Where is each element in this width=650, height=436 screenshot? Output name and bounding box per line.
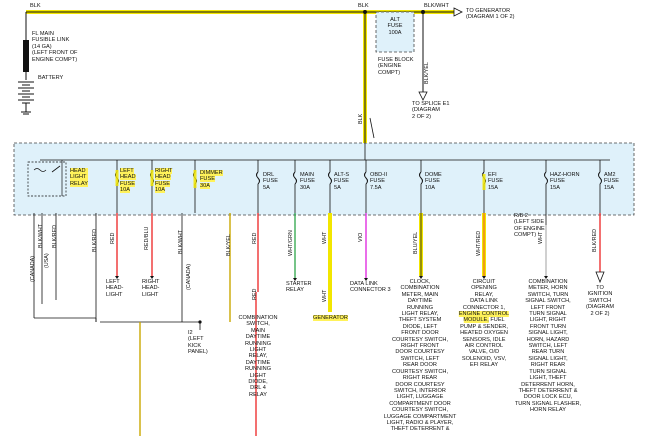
fuse-block-label: FUSE BLOCK (ENGINE COMPT) (378, 57, 414, 76)
wire-label-blk-red-3: BLK/RED (592, 228, 598, 252)
wire-end-arrow-icon (150, 276, 154, 279)
wire-label-wht-1: WHT (322, 231, 328, 244)
generator-arrow-icon (453, 7, 463, 17)
dest-i2: I2 (LEFT KICK PANEL) (188, 330, 208, 356)
wire-label-wht-red: WHT/RED (476, 230, 482, 256)
dest-generator: GENERATOR (313, 315, 348, 321)
wire-label-usa: (USA) (44, 253, 50, 268)
wire-label-blu-yel: BLU/YEL (413, 231, 419, 254)
dest-generator-text: GENERATOR (313, 315, 348, 321)
fuse-label-am2: AM2 FUSE 15A (604, 172, 619, 191)
fuse-icon-main (293, 171, 297, 185)
fuse-label-left-head-text: LEFT HEAD FUSE 10A (120, 168, 136, 194)
alt-fuse-label: ALT FUSE 100A (387, 17, 403, 36)
fuse-icon-alt-s (328, 171, 332, 185)
wire-label-blk-yel: BLK/YEL (226, 234, 232, 256)
splice-dot (363, 10, 367, 14)
dest-dome: CLOCK, COMBINATION METER, MAIN DAYTIME R… (383, 279, 457, 433)
alt-fuse-box (375, 11, 415, 53)
generator-reference: TO GENERATOR (DIAGRAM 1 OF 2) (466, 8, 515, 21)
fuse-label-main: MAIN FUSE 30A (300, 172, 315, 191)
fuse-label-alt-s: ALT-S FUSE 5A (334, 172, 350, 191)
wire-label-red-2: RED (252, 232, 258, 244)
wire-label-wht-2: WHT (322, 289, 328, 302)
wire-end-arrow-icon (419, 276, 423, 279)
wire-label-blk-mid: BLK (358, 3, 369, 9)
fuse-label-right-head: RIGHT HEAD FUSE 10A (155, 168, 173, 194)
fuse-label-left-head: LEFT HEAD FUSE 10A (120, 168, 136, 194)
fuse-label-haz-horn: HAZ-HORN FUSE 15A (550, 172, 580, 191)
wire-end-arrow-icon (115, 276, 119, 279)
wire-label-canada: (CANADA) (30, 255, 36, 282)
wire-end-arrow-icon (544, 276, 548, 279)
rb2-connector-label: R/B 2 (LEFT SIDE OF ENGINE COMPT) (514, 213, 545, 239)
dest-right-headlight: RIGHT HEAD- LIGHT (142, 279, 160, 298)
relay-box-icon (27, 161, 67, 197)
dest-efi-part-c: FUEL PUMP & SENDER, HEATED OXYGEN SENSOR… (460, 317, 508, 369)
wire-end-arrow-icon (482, 276, 486, 279)
dest-drl: COMBINATION SWITCH, MAIN DAYTIME RUNNING… (238, 315, 278, 398)
dest-starter-relay: STARTER RELAY (286, 281, 312, 294)
fuse-icon-am2 (598, 171, 602, 185)
splice-arrow-icon (418, 91, 428, 101)
splice-reference: TO SPLICE E1 (DIAGRAM 2 OF 2) (412, 101, 450, 120)
fuse-label-efi: EFI FUSE 15A (488, 172, 503, 191)
fuse-box-panel (13, 142, 635, 216)
fuse-icon-haz-horn (544, 171, 548, 185)
wire-label-vio: VIO (358, 232, 364, 242)
fuse-label-drl: DRL FUSE 5A (263, 172, 278, 191)
wire-end-arrow-icon (293, 278, 297, 281)
wire-label-blk-red-1: BLK/RED (52, 224, 58, 248)
dest-ignition: TO IGNITION SWITCH (DIAGRAM 2 OF 2) (586, 285, 614, 317)
dest-efi: CIRCUIT OPENING RELAY, DATA LINK CONNECT… (458, 279, 510, 369)
wire-label-blk-wht: BLK/WHT (424, 3, 449, 9)
fuse-label-dome: DOME FUSE 10A (425, 172, 442, 191)
connector-mark (369, 117, 375, 139)
relay-coil-icon (33, 168, 47, 172)
battery-label: BATTERY (38, 75, 64, 81)
fuse-icon-obd-ii (364, 171, 368, 185)
wire-label-wht-grn: WHT/GRN (288, 230, 294, 256)
dest-efi-part-a: CIRCUIT OPENING RELAY, DATA LINK CONNECT… (462, 279, 506, 311)
fuse-label-right-head-text: RIGHT HEAD FUSE 10A (155, 168, 173, 194)
dest-haz-horn: COMBINATION METER, HORN SWITCH, TURN SIG… (514, 279, 582, 414)
wire-label-canada-2: (CANADA) (186, 263, 192, 290)
battery-icon (18, 81, 34, 115)
wire-end-arrow-icon (364, 278, 368, 281)
fuse-label-obd: OBD-II FUSE 7.5A (370, 172, 388, 191)
ignition-arrow-icon (595, 271, 605, 284)
splice-dot (198, 320, 202, 324)
fusible-link-icon (23, 40, 29, 72)
relay-switch-icon (51, 165, 61, 173)
dest-left-headlight: LEFT HEAD- LIGHT (106, 279, 124, 298)
wire-label-red-3: RED (252, 288, 258, 300)
fuse-label-dimmer-text: DIMMER FUSE 30A (200, 170, 223, 189)
wire-label-blk-feed: BLK (358, 113, 364, 124)
wire-label-blk-red-2: BLK/RED (92, 228, 98, 252)
fusible-link-label: FL MAIN FUSIBLE LINK (14 GA) (LEFT FRONT… (32, 31, 78, 63)
wire-label-blk-wht: BLK/WHT (38, 224, 44, 248)
dest-dlc3: DATA LINK CONNECTOR 3 (350, 281, 391, 294)
wire-label-red-blu: RED/BLU (144, 226, 150, 250)
wire-label-blk-yel: BLK/YEL (424, 62, 430, 84)
fuse-icon-drl (256, 171, 260, 185)
wire-label-red-1: RED (110, 232, 116, 244)
fuse-icon-dome (419, 171, 423, 185)
fuse-label-headlight-relay: HEAD LIGHT RELAY (70, 168, 88, 188)
wire-label-blk-left: BLK (30, 3, 41, 9)
wire-label-blk-wht-2: BLK/WHT (178, 230, 184, 254)
fuse-label-dimmer: DIMMER FUSE 30A (200, 170, 223, 189)
